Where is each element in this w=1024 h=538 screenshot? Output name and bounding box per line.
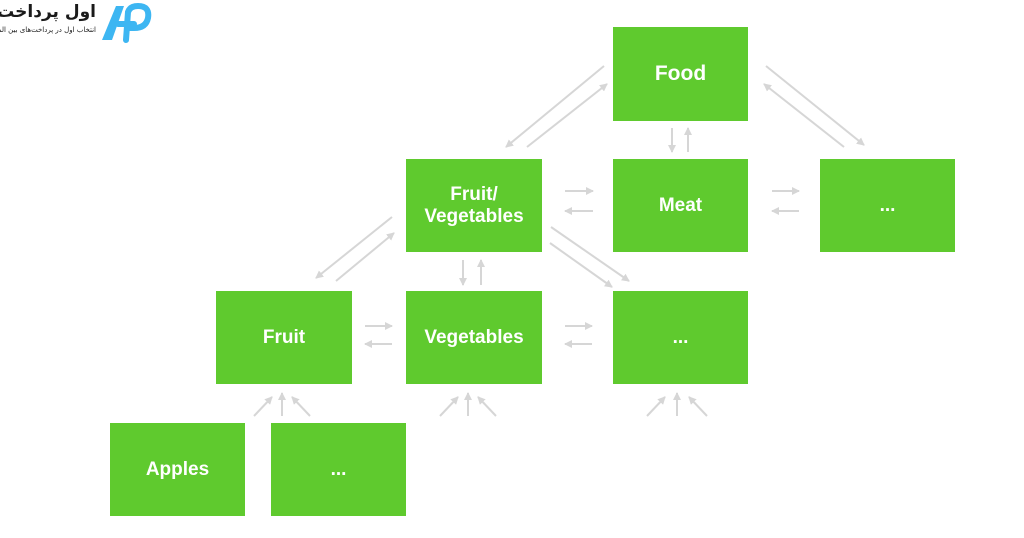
node-vegetables: Vegetables <box>406 291 542 384</box>
node-food-label: Food <box>654 62 707 85</box>
connector-arrow-3 <box>765 65 865 146</box>
connector-arrow-2 <box>526 83 608 148</box>
connector-arrow-12 <box>335 232 395 282</box>
node-top-more-label: ... <box>879 194 896 216</box>
connector-arrow-26 <box>477 396 497 417</box>
node-apples: Apples <box>110 423 245 516</box>
node-mid-more: ... <box>613 291 748 384</box>
ap-logo-icon <box>102 2 152 43</box>
connector-arrow-11 <box>315 216 393 279</box>
connector-arrow-15 <box>550 226 630 282</box>
logo-title: اول پرداخت <box>0 2 96 22</box>
connector-arrow-1 <box>505 65 605 148</box>
brand-logo: اول پرداخت انتخاب اول در پرداخت‌های بین … <box>0 0 160 48</box>
node-top-more: ... <box>820 159 955 252</box>
node-bottom-more: ... <box>271 423 406 516</box>
connector-arrow-23 <box>291 396 311 417</box>
connector-arrow-29 <box>688 396 708 417</box>
connector-arrow-27 <box>646 396 666 417</box>
node-fruit-label: Fruit <box>262 326 306 348</box>
node-fruit: Fruit <box>216 291 352 384</box>
node-mid-more-label: ... <box>672 326 689 348</box>
connector-arrow-21 <box>253 396 273 417</box>
node-meat: Meat <box>613 159 748 252</box>
node-fruit-vegetables: Fruit/ Vegetables <box>406 159 542 252</box>
node-meat-label: Meat <box>658 194 703 216</box>
connector-arrow-16 <box>549 242 613 288</box>
connector-arrow-4 <box>763 83 845 148</box>
node-apples-label: Apples <box>145 458 210 480</box>
node-fruit-vegetables-label: Fruit/ Vegetables <box>424 183 524 227</box>
node-vegetables-label: Vegetables <box>424 326 524 348</box>
logo-subtitle: انتخاب اول در پرداخت‌های بین المللی <box>0 26 96 34</box>
node-bottom-more-label: ... <box>330 458 347 480</box>
connector-arrow-24 <box>439 396 459 417</box>
node-food: Food <box>613 27 748 121</box>
